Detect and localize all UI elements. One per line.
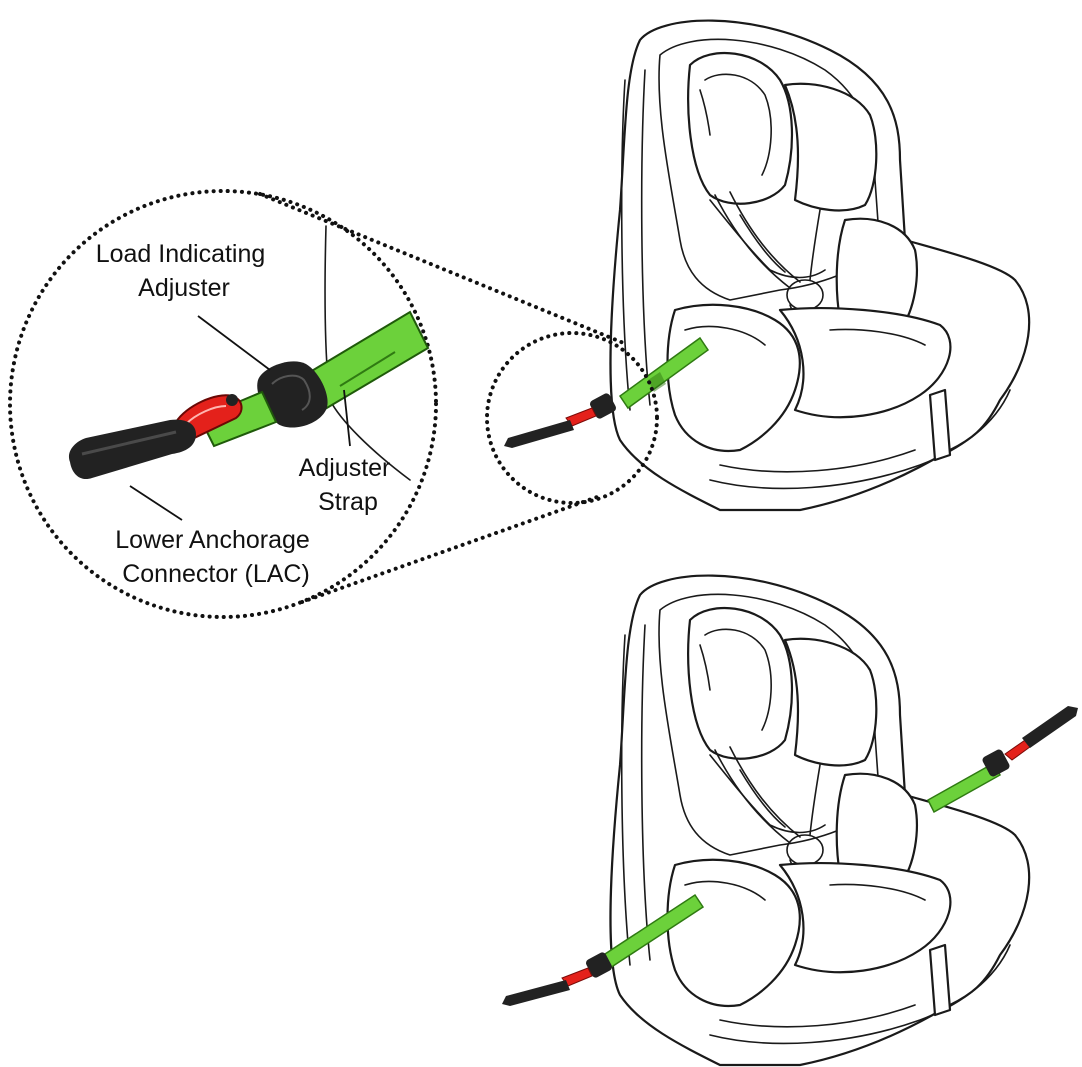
- strap-bottom-right: [927, 706, 1078, 814]
- car-seat-bottom: [609, 574, 1031, 1067]
- label-lia-line1: Load Indicating: [96, 240, 266, 268]
- load-indicating-adjuster-enlarged: [257, 361, 328, 428]
- label-lac-line2: Connector (LAC): [122, 560, 310, 588]
- car-seat-top: [609, 19, 1031, 512]
- leader-lower-anchorage-connector: [129, 485, 183, 521]
- label-as-line2: Strap: [318, 488, 378, 516]
- leader-load-indicating-adjuster: [197, 315, 271, 371]
- lower-anchorage-connector-enlarged: [68, 419, 196, 480]
- label-adjuster-strap: Adjuster Strap: [299, 454, 398, 516]
- label-lia-line2: Adjuster: [138, 274, 230, 302]
- label-load-indicating-adjuster: Load Indicating Adjuster: [96, 240, 273, 302]
- zoom-callout: Load Indicating Adjuster Adjuster Strap …: [8, 189, 659, 619]
- label-lower-anchorage-connector: Lower Anchorage Connector (LAC): [115, 526, 317, 588]
- strap-top-seat: [504, 336, 710, 448]
- label-lac-line1: Lower Anchorage: [115, 526, 310, 554]
- strap-bottom-left: [502, 893, 705, 1006]
- leader-adjuster-strap: [343, 389, 351, 447]
- label-as-line1: Adjuster: [299, 454, 391, 482]
